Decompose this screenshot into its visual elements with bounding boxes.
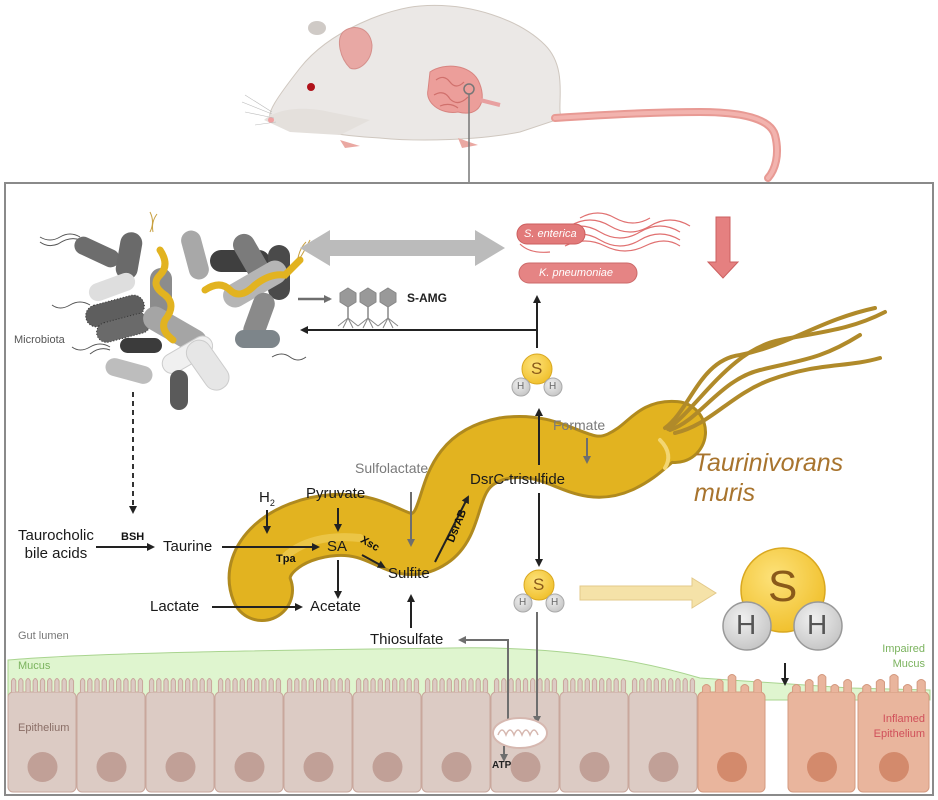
sulfur-atom-label: S	[533, 575, 545, 594]
microvilli	[217, 678, 282, 692]
region-inflamed-epithelium: Inflamed Epithelium	[874, 712, 925, 742]
pathway-arrows	[96, 408, 591, 628]
metabolite-text: Taurocholic	[18, 527, 94, 544]
microvilli	[562, 678, 627, 692]
region-gut-lumen: Gut lumen	[18, 630, 69, 642]
mouse-illustration	[241, 4, 781, 183]
cell-nucleus	[807, 752, 837, 782]
microvilli	[79, 678, 144, 692]
microbiota-label: Microbiota	[14, 334, 65, 346]
metabolite-formate: Formate	[553, 417, 606, 433]
organism-name-line2: muris	[694, 479, 756, 507]
hydrogen-atom-label: H	[519, 597, 527, 608]
metabolite-dsrc-trisulfide: DsrC-trisulfide	[470, 471, 566, 488]
metabolite-h2: H2	[259, 489, 275, 508]
region-text: Inflamed	[882, 713, 925, 725]
h2-subscript: 2	[269, 498, 275, 508]
epithelium-layer	[7, 674, 930, 793]
microvilli	[702, 674, 762, 692]
microvilli	[10, 678, 75, 692]
metabolite-atp: ATP	[492, 760, 512, 771]
organism-name-line1: Taurinivorans	[694, 449, 844, 477]
microvilli	[355, 678, 420, 692]
cell-nucleus	[441, 752, 472, 782]
hydrogen-atom-label: H	[517, 381, 525, 392]
phage-icons	[337, 287, 399, 329]
sulfur-atom-label: S	[531, 359, 543, 378]
cell-nucleus	[372, 752, 403, 782]
metabolite-lactate: Lactate	[150, 598, 200, 615]
microvilli	[792, 674, 852, 692]
pathogen-label-kpneumoniae: K. pneumoniae	[539, 267, 613, 279]
decrease-arrow-icon	[706, 216, 740, 279]
hydrogen-atom-label: H	[549, 381, 557, 392]
hydrogen-atom-label-large: H	[736, 609, 757, 640]
h2s-molecule-large	[722, 547, 843, 651]
mucus-layer	[7, 647, 931, 701]
cell-nucleus	[717, 752, 747, 782]
microvilli	[631, 678, 696, 692]
pathogen-label-senterica: S. enterica	[524, 228, 577, 240]
organism-name: Taurinivorans muris	[694, 448, 843, 508]
region-epithelium: Epithelium	[18, 722, 70, 734]
taurinivorans-bacterium	[227, 306, 887, 622]
cell-nucleus	[165, 752, 196, 782]
pathogen-icons	[516, 212, 691, 284]
metabolite-pyruvate: Pyruvate	[306, 485, 366, 502]
microvilli	[862, 674, 926, 692]
metabolite-sulfolactate: Sulfolactate	[355, 460, 429, 476]
region-mucus: Mucus	[18, 660, 51, 672]
metabolite-sa: SA	[327, 538, 348, 555]
h2-text: H	[259, 489, 270, 506]
metabolite-acetate: Acetate	[310, 598, 361, 615]
microbiota-cluster	[39, 211, 311, 410]
cell-nucleus	[96, 752, 127, 782]
mitochondrion-icon	[492, 717, 548, 749]
cell-nucleus	[27, 752, 58, 782]
release-arrow	[579, 577, 717, 609]
metabolite-taurine: Taurine	[163, 538, 213, 555]
arrow-mitochondrion-to-thiosulfate	[458, 636, 509, 726]
phage-label: S-AMG	[407, 291, 447, 305]
region-text: Impaired	[882, 643, 925, 655]
region-impaired-mucus: Impaired Mucus	[882, 642, 925, 672]
cell-nucleus	[510, 752, 541, 782]
h2s-molecule-top	[511, 353, 563, 397]
hydrogen-atom-label: H	[551, 597, 559, 608]
enzyme-bsh: BSH	[121, 531, 145, 543]
h2s-molecule-middle	[513, 569, 565, 613]
cell-nucleus	[879, 752, 909, 782]
microvilli	[286, 678, 351, 692]
metabolite-thiosulfate: Thiosulfate	[370, 631, 444, 648]
metabolite-taurocholic-bile-acids: Taurocholic bile acids	[18, 527, 94, 563]
microvilli	[424, 678, 489, 692]
cell-nucleus	[579, 752, 610, 782]
metabolite-sulfite: Sulfite	[388, 565, 430, 582]
microvilli	[148, 678, 213, 692]
cell-nucleus	[648, 752, 679, 782]
hydrogen-atom-label-large: H	[807, 609, 828, 640]
cell-nucleus	[234, 752, 265, 782]
metabolite-text: bile acids	[24, 545, 88, 562]
microvilli	[493, 678, 558, 692]
region-text: Mucus	[892, 658, 925, 670]
cell-nucleus	[303, 752, 334, 782]
double-arrow-interaction	[300, 230, 505, 266]
region-text: Epithelium	[873, 728, 925, 740]
enzyme-tpa: Tpa	[276, 553, 296, 565]
sulfur-atom-label-large: S	[768, 562, 798, 611]
